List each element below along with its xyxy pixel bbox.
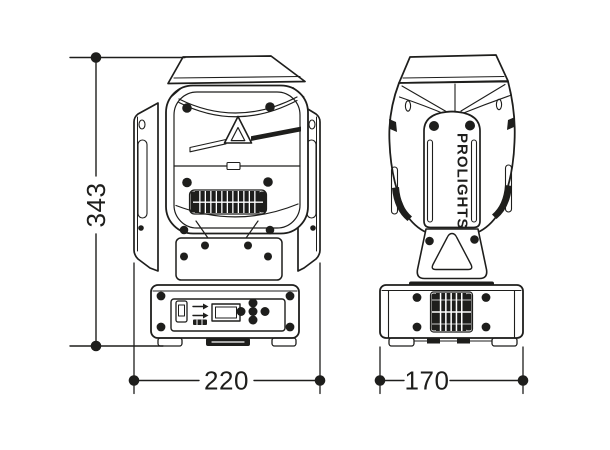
side-base (379, 281, 524, 347)
dimension-height-label: 343 (81, 183, 111, 228)
front-screw (263, 177, 273, 187)
dimension-depth-label: 170 (405, 366, 450, 396)
base-screw (285, 322, 295, 332)
base-screw (481, 293, 491, 302)
side-vent-right (492, 185, 512, 219)
menu-button-right (260, 307, 270, 316)
front-vent-grille (188, 189, 268, 215)
side-arm-base-joint (416, 228, 488, 280)
side-vent-left (392, 187, 412, 221)
usb-port-icon (175, 300, 188, 323)
control-panel (170, 298, 286, 332)
dimension-height: 343 (69, 52, 186, 352)
connector-arrow-icon (192, 303, 209, 326)
front-foot (157, 337, 183, 347)
base-screw (481, 322, 491, 332)
front-mount-plate (175, 237, 283, 281)
front-base (150, 284, 300, 347)
menu-button-up (248, 298, 258, 308)
front-yoke-arm-left (133, 102, 159, 272)
front-screw (182, 177, 192, 188)
brand-label: PROLIGHTS (454, 133, 471, 230)
base-screw (156, 291, 166, 301)
side-view: PROLIGHTS (379, 54, 524, 347)
menu-button-left (236, 307, 246, 316)
menu-button-down (248, 315, 258, 325)
dimension-depth: 170 (374, 346, 529, 396)
side-foot (388, 337, 415, 347)
menu-buttons (236, 298, 270, 325)
front-screw (265, 102, 275, 112)
dimension-width: 220 (128, 262, 326, 396)
side-foot (491, 337, 518, 347)
front-screw (182, 103, 192, 113)
base-screw (412, 293, 422, 302)
base-screw (412, 322, 422, 332)
prism-logo-icon (189, 115, 301, 153)
front-foot (271, 337, 297, 347)
base-screw (285, 291, 295, 301)
menu-button-enter (248, 307, 258, 316)
front-head (165, 55, 309, 241)
base-screw (156, 322, 166, 332)
front-view (133, 55, 321, 347)
dimension-width-label: 220 (204, 366, 249, 396)
side-base-grille (429, 291, 474, 333)
side-yoke-arm: PROLIGHTS (423, 110, 481, 230)
